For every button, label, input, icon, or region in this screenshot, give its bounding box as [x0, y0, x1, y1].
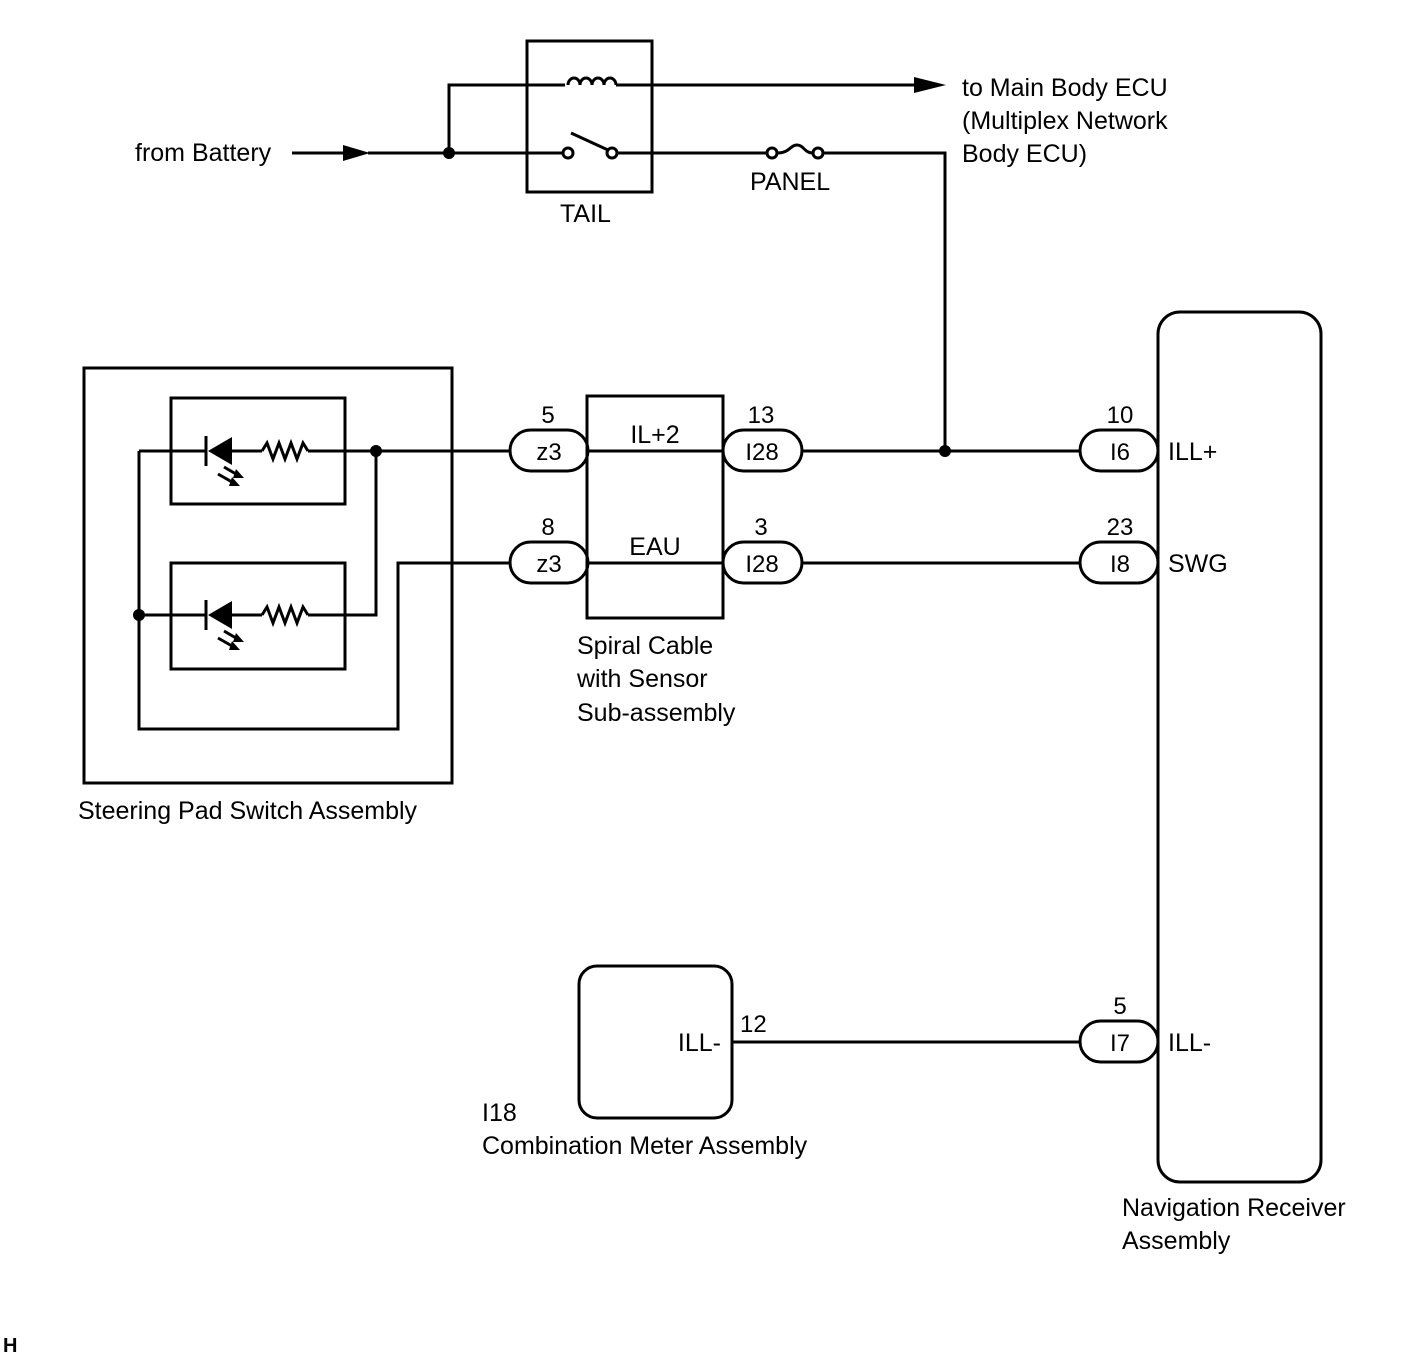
connector-i7-pin: 5: [1113, 993, 1126, 1020]
connector-i6-id: I6: [1110, 439, 1130, 466]
power-supply-section: from Battery TAIL PANEL to Main Body ECU…: [135, 39, 1168, 451]
battery-arrow-icon: [343, 145, 370, 161]
footer-mark: H: [3, 1335, 17, 1357]
fuse-terminal-left: [765, 146, 779, 160]
connector-i8: [1078, 540, 1160, 585]
relay-contact-left: [561, 146, 575, 160]
to-ecu-arrow-icon: [914, 77, 946, 93]
to-ecu-label-line1: to Main Body ECU: [962, 74, 1168, 102]
relay-coil-icon: [566, 76, 618, 86]
terminal-swg: SWG: [1168, 550, 1228, 578]
led-bottom-icon: [208, 601, 232, 629]
connector-i8-pin: 23: [1107, 514, 1134, 541]
fuse-icon: [776, 143, 814, 155]
connector-z3-top-id: z3: [536, 439, 561, 466]
meter-terminal-ill-minus: ILL-: [678, 1029, 721, 1057]
steering-pad-outer-box: [82, 366, 454, 785]
spiral-cable-box: [585, 394, 725, 620]
relay-switch-icon: [570, 131, 609, 152]
connector-z3-bottom-id: z3: [536, 551, 561, 578]
connector-i6-pin: 10: [1107, 402, 1134, 429]
navigation-receiver-label-line1: Navigation Receiver: [1122, 1194, 1346, 1222]
panel-output-wire: [823, 151, 947, 451]
eau-wire-left: [137, 451, 510, 731]
combination-meter-code: I18: [482, 1099, 517, 1127]
meter-pin-12: 12: [740, 1011, 767, 1038]
fuse-terminal-right: [811, 146, 825, 160]
connector-i7-id: I7: [1110, 1030, 1130, 1057]
terminal-ill-plus: ILL+: [1168, 438, 1217, 466]
tail-relay-box: [525, 39, 654, 194]
resistor-bottom-icon: [260, 602, 310, 628]
from-battery-label: from Battery: [135, 139, 272, 167]
tail-relay-label: TAIL: [560, 200, 611, 228]
led-bottom-light-arrows-icon: [217, 629, 244, 650]
to-ecu-label-line2: (Multiplex Network: [962, 107, 1168, 135]
navigation-receiver-box: [1156, 310, 1323, 1184]
spiral-cable-label-line1: Spiral Cable: [577, 632, 713, 660]
combination-meter-assembly: ILL- 12 I18 Combination Meter Assembly: [482, 964, 1080, 1160]
led-top-icon: [208, 437, 232, 465]
led-bottom-return-wire: [308, 451, 378, 617]
navigation-receiver-label-line2: Assembly: [1122, 1227, 1231, 1255]
connector-i28-bottom-id: I28: [745, 551, 778, 578]
navigation-receiver-assembly: I6 10 ILL+ I8 23 SWG I7 5 ILL- Navigatio…: [1078, 310, 1346, 1255]
led-top-light-arrows-icon: [217, 465, 244, 486]
connector-z3-bottom-pin: 8: [541, 514, 554, 541]
resistor-top-icon: [260, 438, 310, 464]
connector-i28-top-id: I28: [745, 439, 778, 466]
steering-pad-label: Steering Pad Switch Assembly: [78, 797, 418, 825]
terminal-ill-minus: ILL-: [1168, 1029, 1211, 1057]
panel-fuse-label: PANEL: [750, 168, 830, 196]
relay-contact-right: [605, 146, 619, 160]
connector-i28-bottom-pin: 3: [754, 514, 767, 541]
to-ecu-label-line3: Body ECU): [962, 140, 1087, 168]
spiral-signal-il2: IL+2: [630, 421, 679, 449]
combination-meter-label: Combination Meter Assembly: [482, 1132, 808, 1160]
spiral-cable-assembly: z3 5 z3 8 IL+2 EAU I28 13 I28 3 Spiral C…: [508, 394, 804, 727]
panel-splice-dot: [939, 445, 951, 457]
connector-i28-top-pin: 13: [748, 402, 775, 429]
connector-i6: [1078, 428, 1160, 473]
connector-i8-id: I8: [1110, 551, 1130, 578]
steering-pad-switch-assembly: Steering Pad Switch Assembly: [78, 366, 510, 825]
spiral-cable-label-line2: with Sensor: [576, 665, 708, 693]
coil-feed-wire: [447, 83, 565, 153]
spiral-cable-label-line3: Sub-assembly: [577, 699, 736, 727]
connector-z3-top-pin: 5: [541, 402, 554, 429]
spiral-signal-eau: EAU: [629, 533, 680, 561]
steering-splice-dot-top: [370, 445, 382, 457]
